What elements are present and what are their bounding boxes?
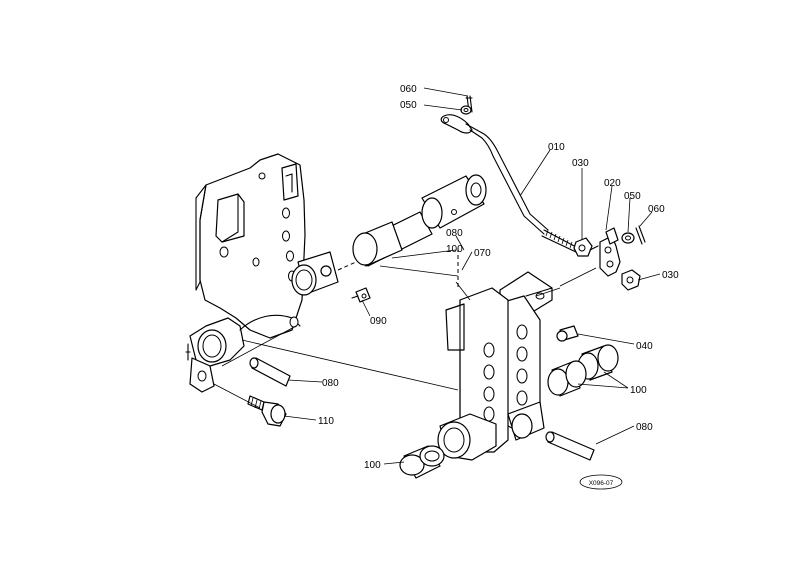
label-020: 020: [604, 178, 621, 189]
label-080-upper: 080: [446, 228, 463, 239]
cotter-pin-060-right: [635, 225, 646, 245]
label-100-upper: 100: [446, 244, 463, 255]
label-050-right: 050: [624, 191, 641, 202]
callout-labels: 060 050 010 030 020 050 060 030 080 100 …: [318, 84, 679, 471]
pin-080-right: [545, 431, 595, 461]
clevis-020: [589, 227, 621, 277]
assembly-lines: [213, 248, 597, 409]
label-030-top: 030: [572, 158, 589, 169]
label-070: 070: [474, 248, 491, 259]
label-090: 090: [370, 316, 387, 327]
label-100-right: 100: [630, 385, 647, 396]
bushing-100-bottom: [399, 445, 445, 479]
pin-040: [556, 325, 579, 342]
label-030-right: 030: [662, 270, 679, 281]
label-010: 010: [548, 142, 565, 153]
bolt-110: [247, 395, 287, 427]
nut-030-right: [621, 269, 641, 291]
cross-shaft: [291, 174, 487, 296]
left-mounting-plate: [185, 153, 306, 393]
washer-050-right: [621, 232, 635, 244]
label-080-left: 080: [322, 378, 339, 389]
label-100-bottom: 100: [364, 460, 381, 471]
bushings-100-right: [547, 344, 619, 397]
nut-030-upper: [573, 237, 593, 257]
drawing-reference: X096-07: [579, 474, 623, 490]
label-060-top: 060: [400, 84, 417, 95]
label-050-top: 050: [400, 100, 417, 111]
control-rod-010: [440, 114, 579, 253]
label-080-right: 080: [636, 422, 653, 433]
callout-leaders: [283, 87, 661, 465]
lifting-bracket: [437, 271, 553, 461]
grease-nipple-090: [351, 287, 371, 303]
label-060-right: 060: [648, 204, 665, 215]
label-110: 110: [318, 416, 334, 427]
drawing-reference-text: X096-07: [589, 480, 614, 487]
label-040: 040: [636, 341, 653, 352]
washer-050-top: [460, 105, 472, 115]
pin-080-left: [249, 357, 291, 387]
